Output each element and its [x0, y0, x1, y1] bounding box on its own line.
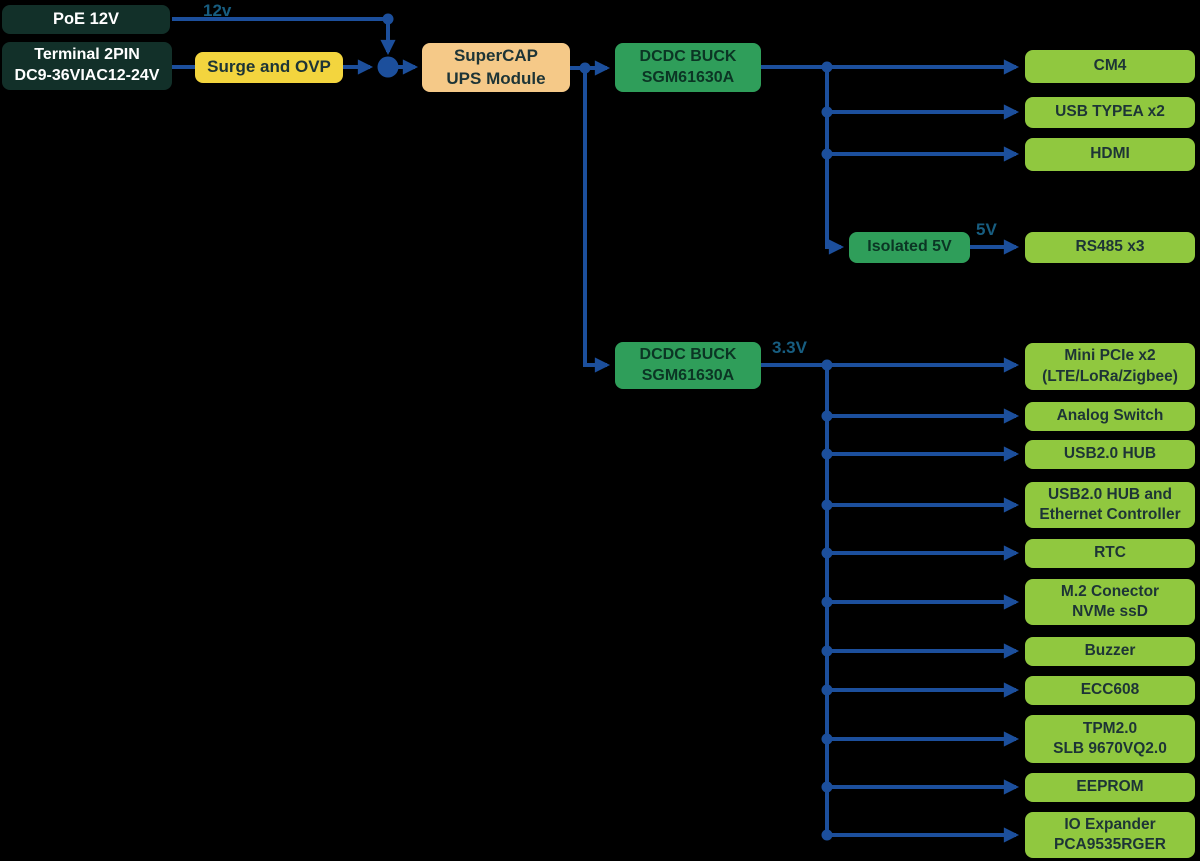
node-tpm20: TPM2.0 SLB 9670VQ2.0	[1025, 715, 1195, 763]
node-cm4: CM4	[1025, 50, 1195, 83]
node-buzzer: Buzzer	[1025, 637, 1195, 666]
node-analog-switch: Analog Switch	[1025, 402, 1195, 431]
node-usb-typea-x2: USB TYPEA x2	[1025, 97, 1195, 128]
node-ecc608: ECC608	[1025, 676, 1195, 705]
node-eeprom: EEPROM	[1025, 773, 1195, 802]
node-isolated-5v: Isolated 5V	[849, 232, 970, 263]
node-poe-12v: PoE 12V	[2, 5, 170, 34]
node-hdmi: HDMI	[1025, 138, 1195, 171]
edge-label-12v: 12v	[203, 1, 232, 20]
node-supercap-ups-module: SuperCAP UPS Module	[422, 43, 570, 92]
node-m2-connector-nvme-ssd: M.2 Conector NVMe ssD	[1025, 579, 1195, 625]
node-mini-pcie-x2: Mini PCIe x2 (LTE/LoRa/Zigbee)	[1025, 343, 1195, 390]
node-usb20-hub-ethernet-controller: USB2.0 HUB and Ethernet Controller	[1025, 482, 1195, 528]
node-rs485-x3: RS485 x3	[1025, 232, 1195, 263]
node-dcdc-buck-bottom: DCDC BUCK SGM61630A	[615, 342, 761, 389]
edge-label-3v3: 3.3V	[772, 338, 807, 357]
node-terminal-2pin: Terminal 2PIN DC9-36VIAC12-24V	[2, 42, 172, 90]
node-usb20-hub: USB2.0 HUB	[1025, 440, 1195, 469]
node-io-expander: IO Expander PCA9535RGER	[1025, 812, 1195, 858]
node-dcdc-buck-top: DCDC BUCK SGM61630A	[615, 43, 761, 92]
node-rtc: RTC	[1025, 539, 1195, 568]
node-surge-and-ovp: Surge and OVP	[195, 52, 343, 83]
edge-label-5v: 5V	[976, 220, 997, 239]
